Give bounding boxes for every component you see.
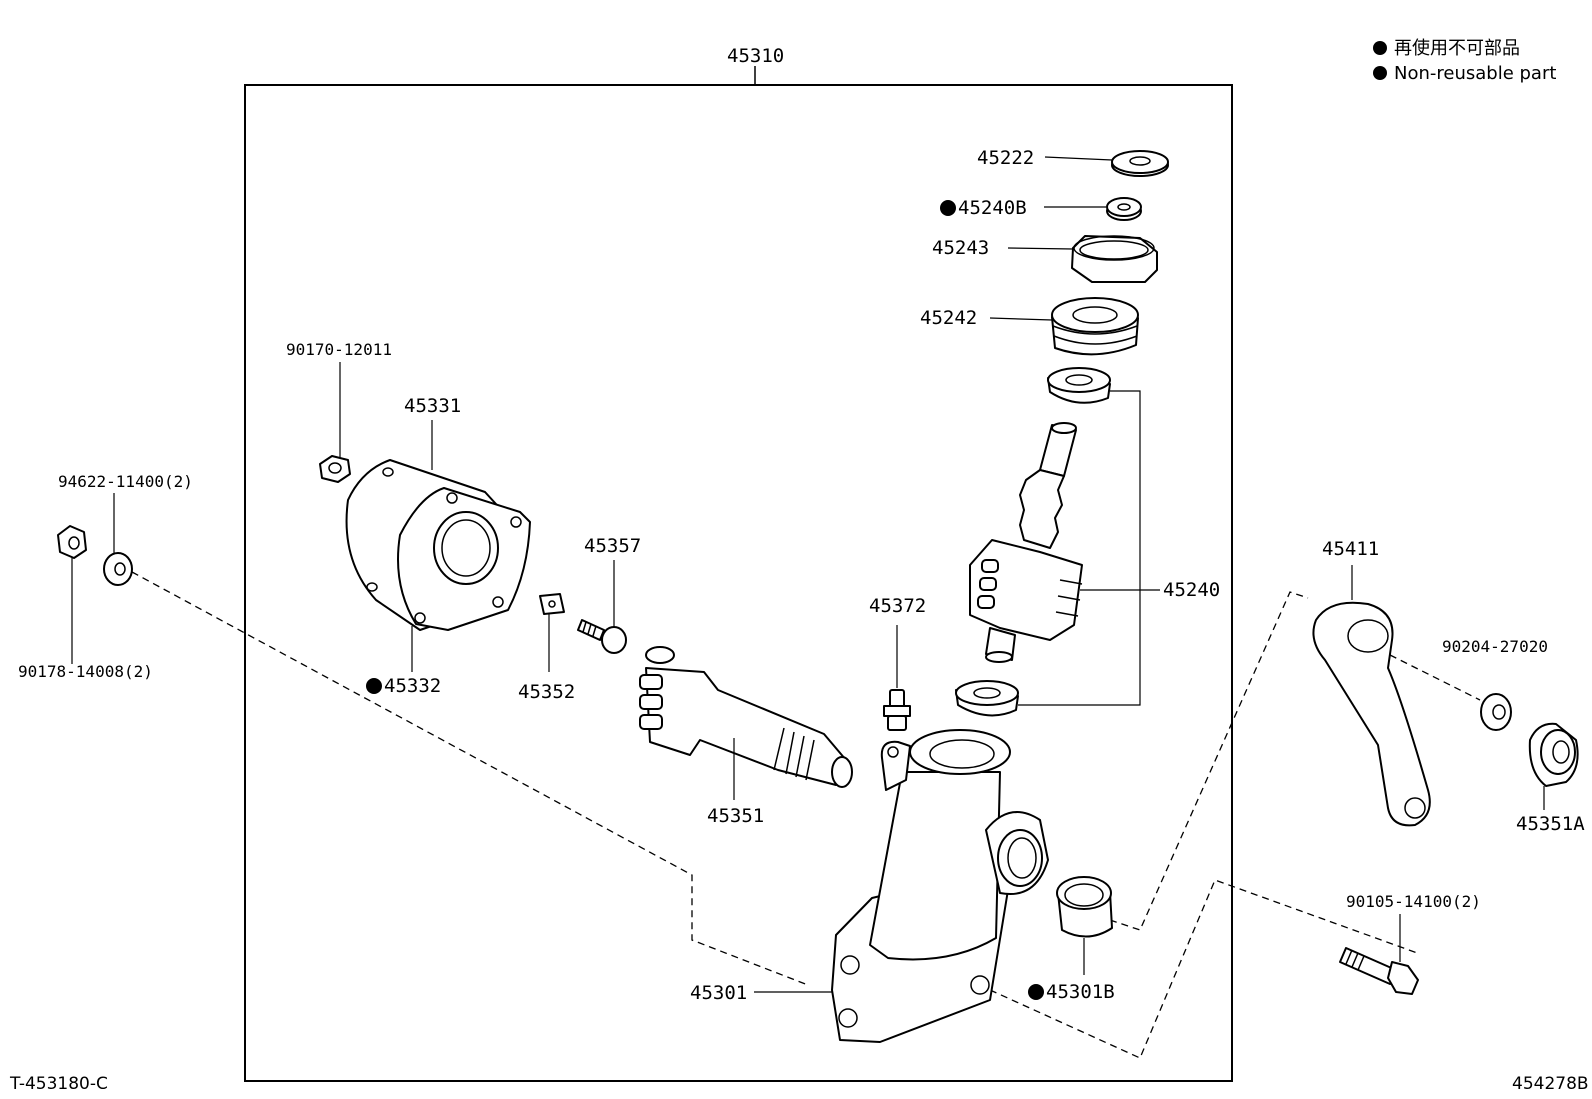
figure-code-right: 454278B bbox=[1512, 1074, 1589, 1094]
legend-english-text: Non-reusable part bbox=[1394, 63, 1556, 84]
label-45372: 45372 bbox=[869, 595, 926, 617]
label-45352: 45352 bbox=[518, 681, 575, 703]
non-reusable-dot-icon bbox=[940, 200, 956, 216]
part-94622-11400-washer: 94622-11400(2) bbox=[58, 472, 193, 586]
part-90105-14100-bolt: 90105-14100(2) bbox=[1339, 892, 1481, 995]
label-90204-27020: 90204-27020 bbox=[1442, 637, 1548, 656]
part-45243-lock-nut: 45243 bbox=[932, 235, 1158, 283]
part-45351A-nut: 45351A bbox=[1516, 722, 1585, 835]
part-45240B-seal: 45240B bbox=[940, 197, 1142, 221]
upper-bearing bbox=[1047, 367, 1111, 404]
part-45357-screw: 45357 bbox=[577, 535, 641, 654]
label-45242: 45242 bbox=[920, 307, 977, 329]
legend-japanese-text: 再使用不可部品 bbox=[1394, 38, 1520, 59]
label-45243: 45243 bbox=[932, 237, 989, 259]
part-45240-worm-shaft bbox=[969, 422, 1083, 663]
figure-code-left: T-453180-C bbox=[9, 1074, 108, 1094]
label-45240B: 45240B bbox=[958, 197, 1027, 219]
part-90170-12011-nut: 90170-12011 bbox=[286, 340, 392, 483]
label-45351: 45351 bbox=[707, 805, 764, 827]
label-94622-11400: 94622-11400(2) bbox=[58, 472, 193, 491]
lower-bearing bbox=[955, 680, 1019, 717]
label-45332: 45332 bbox=[384, 675, 441, 697]
dashed-guide-lines bbox=[131, 571, 1481, 1059]
label-45351A: 45351A bbox=[1516, 813, 1585, 835]
non-reusable-dot-icon bbox=[366, 678, 382, 694]
label-90170-12011: 90170-12011 bbox=[286, 340, 392, 359]
label-45240: 45240 bbox=[1163, 579, 1220, 601]
part-45301B-seal: 45301B bbox=[1028, 876, 1115, 1003]
part-45411-pitman-arm: 45411 bbox=[1312, 538, 1431, 827]
label-90178-14008: 90178-14008(2) bbox=[18, 662, 153, 681]
label-45357: 45357 bbox=[584, 535, 641, 557]
part-45332-gasket: 45332 bbox=[366, 487, 531, 697]
non-reusable-dot-icon bbox=[1373, 66, 1387, 80]
part-90204-27020-washer: 90204-27020 bbox=[1442, 637, 1548, 731]
legend: 再使用不可部品 Non-reusable part bbox=[1373, 38, 1556, 84]
label-45411: 45411 bbox=[1322, 538, 1379, 560]
part-45222-cap: 45222 bbox=[977, 147, 1169, 177]
part-90178-14008-nut: 90178-14008(2) bbox=[18, 525, 153, 681]
part-45352-plate: 45352 bbox=[518, 593, 575, 703]
part-45372-plug: 45372 bbox=[869, 595, 926, 731]
label-45222: 45222 bbox=[977, 147, 1034, 169]
non-reusable-dot-icon bbox=[1028, 984, 1044, 1000]
part-45301-gear-housing: 45301 bbox=[690, 729, 1049, 1043]
assembly-frame: 45310 bbox=[244, 45, 1233, 1082]
label-45331: 45331 bbox=[404, 395, 461, 417]
non-reusable-dot-icon bbox=[1373, 41, 1387, 55]
label-45301B: 45301B bbox=[1046, 981, 1115, 1003]
label-45301: 45301 bbox=[690, 982, 747, 1004]
leader-45240: 45240 bbox=[1018, 390, 1220, 706]
part-45351-sector-shaft: 45351 bbox=[639, 646, 853, 827]
assembly-number-label: 45310 bbox=[727, 45, 784, 67]
part-45242-adjusting-screw: 45242 bbox=[920, 297, 1139, 356]
label-90105-14100: 90105-14100(2) bbox=[1346, 892, 1481, 911]
